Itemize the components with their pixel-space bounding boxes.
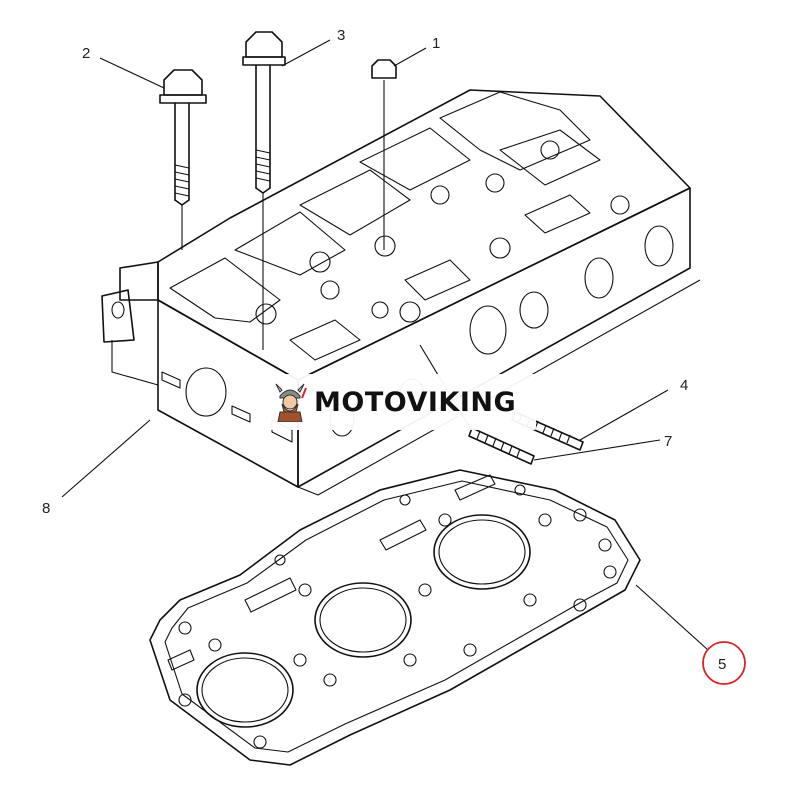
cylinder-head xyxy=(101,89,701,496)
bolt-long xyxy=(242,31,286,350)
callout-3: 3 xyxy=(337,27,345,44)
callout-5-highlight-circle xyxy=(702,641,746,685)
callout-5: 5 xyxy=(718,656,726,673)
leader-lines xyxy=(61,39,709,651)
callout-8: 8 xyxy=(42,500,50,517)
callout-labels: 1 2 3 4 5 7 8 xyxy=(42,27,746,685)
callout-1: 1 xyxy=(432,35,440,52)
watermark-text: MOTOVIKING xyxy=(314,386,517,418)
head-gasket xyxy=(149,469,641,766)
callout-4: 4 xyxy=(680,377,688,394)
callout-2: 2 xyxy=(82,45,90,62)
viking-mascot-icon xyxy=(275,383,307,422)
plug xyxy=(371,59,397,250)
callout-7: 7 xyxy=(664,433,672,450)
bolt-short xyxy=(159,69,207,250)
watermark-banner: MOTOVIKING xyxy=(262,374,536,430)
